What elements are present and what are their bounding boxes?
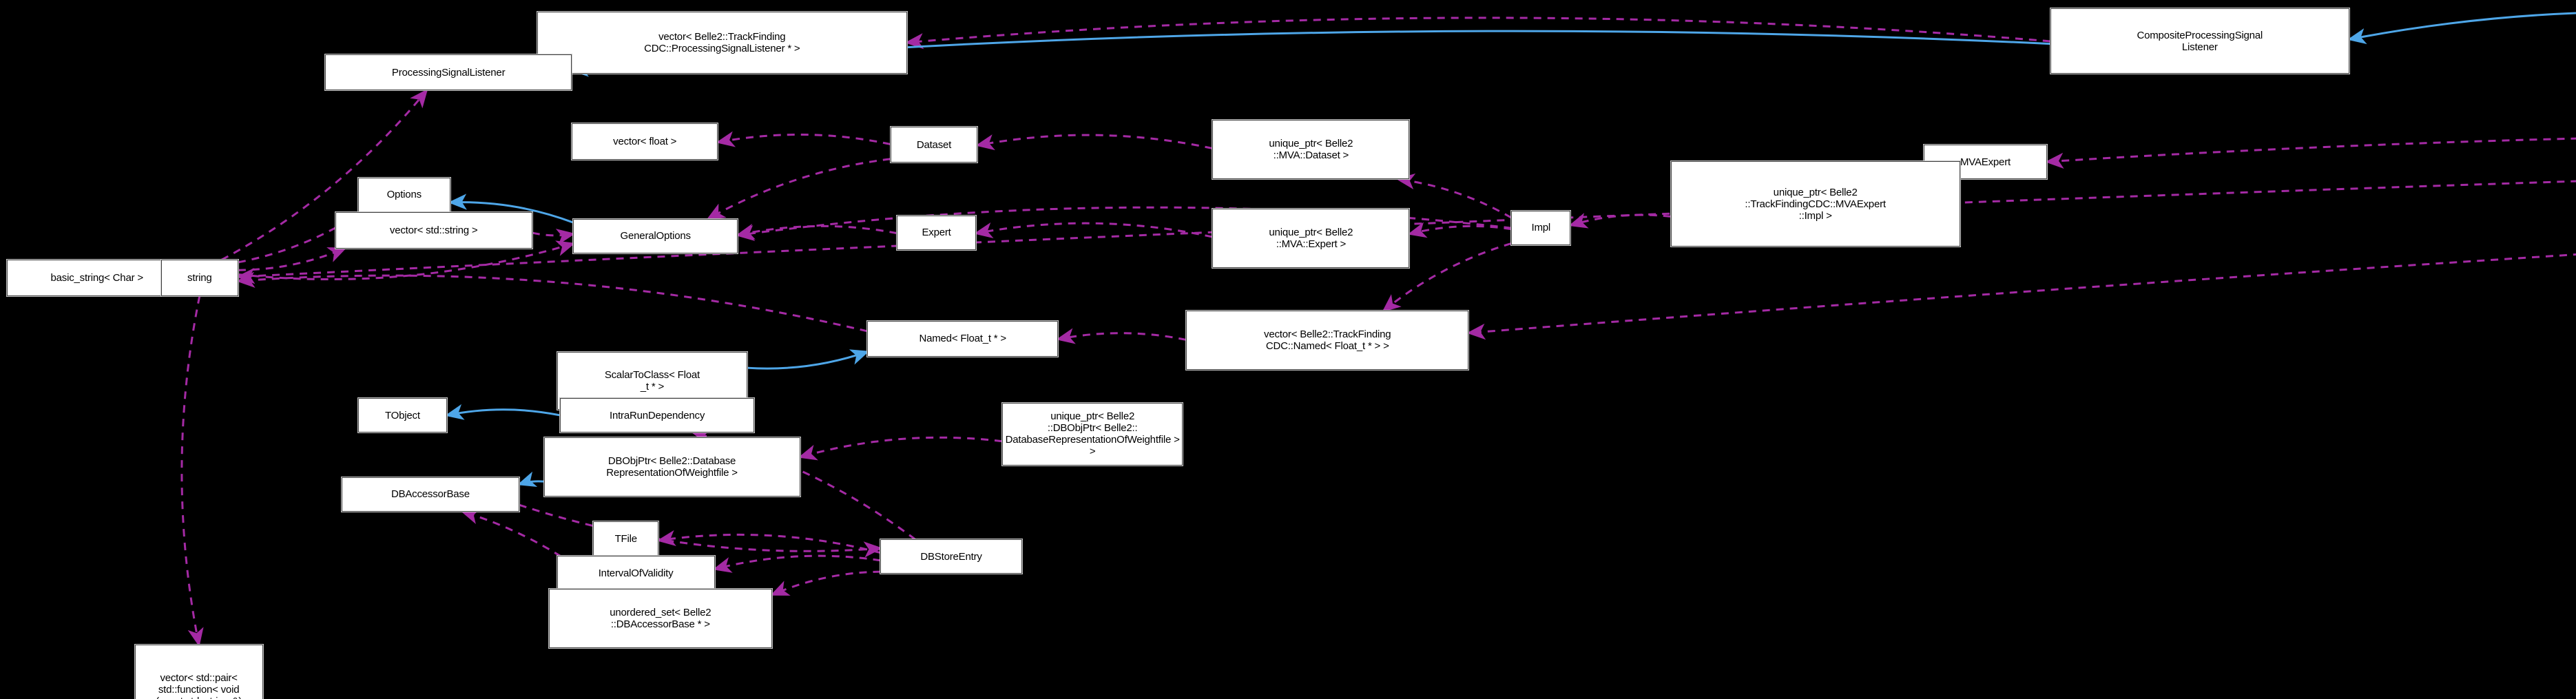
edge-vec_stdstring-to-generaloptions (532, 229, 576, 245)
class-node-label: DBObjPtr< Belle2::Database Representatio… (606, 455, 738, 479)
class-node-label: Impl (1531, 222, 1551, 234)
class-node-label: CompositeProcessingSignal Listener (2137, 29, 2263, 53)
class-node-label: unique_ptr< Belle2 ::MVA::Dataset > (1269, 138, 1353, 162)
class-node-label: basic_string< Char > (50, 272, 144, 284)
class-node-label: Options (386, 189, 422, 201)
class-node-tfile[interactable]: TFile (592, 521, 660, 557)
class-node-intrarundep[interactable]: IntraRunDependency (559, 397, 755, 434)
class-node-tobject[interactable]: TObject (357, 397, 448, 434)
class-node-uptr_mvaimpl[interactable]: unique_ptr< Belle2 ::TrackFindingCDC::MV… (1670, 160, 1961, 248)
edge-impl-to-uptr_expert (1407, 222, 1512, 238)
edge-uptr_dbobjptr-to-dbobjptr (798, 436, 1003, 461)
edge-impl-to-uptr_dataset (1395, 173, 1513, 219)
class-node-basic_string[interactable]: basic_string< Char > (6, 259, 188, 297)
edge-scalartoclass-to-named_float (747, 349, 870, 370)
class-node-label: DBAccessorBase (391, 488, 470, 501)
class-node-label: vector< Belle2::TrackFinding CDC::Named<… (1264, 328, 1391, 353)
class-node-options[interactable]: Options (357, 176, 451, 213)
edge-dbobjptr-to-dbaccessorbase (517, 471, 544, 488)
class-node-string[interactable]: string (160, 259, 239, 297)
edge-dataset-to-generaloptions (706, 158, 891, 220)
class-node-label: IntraRunDependency (609, 409, 705, 421)
class-node-label: GeneralOptions (620, 230, 691, 242)
class-node-label: DBStoreEntry (920, 550, 982, 563)
class-node-label: ProcessingSignalListener (391, 66, 506, 79)
edge-uptr_mvaexpert-to-mvaexpert (2044, 137, 2576, 169)
edge-dbaccessorbase-to-dbstoreentry (519, 503, 883, 558)
class-node-named_float[interactable]: Named< Float_t * > (866, 320, 1059, 358)
edge-uptr_dataset-to-dataset (975, 134, 1213, 151)
edge-uptr_expert-to-expert (973, 222, 1213, 238)
edge-dataset-to-vec_float (716, 131, 891, 147)
class-node-unordered_set[interactable]: unordered_set< Belle2 ::DBAccessorBase *… (548, 587, 773, 649)
class-node-label: vector< std::pair< std::function< void (… (156, 672, 242, 699)
edge-string-to-vec_pair (180, 295, 204, 647)
class-node-psl[interactable]: ProcessingSignalListener (324, 53, 573, 92)
class-node-vec_named[interactable]: vector< Belle2::TrackFinding CDC::Named<… (1185, 310, 1470, 371)
class-node-vec_psl[interactable]: vector< Belle2::TrackFinding CDC::Proces… (536, 10, 908, 75)
class-node-dbobjptr[interactable]: DBObjPtr< Belle2::Database Representatio… (543, 437, 801, 498)
class-node-vec_pair[interactable]: vector< std::pair< std::function< void (… (134, 644, 264, 699)
class-node-label: vector< std::string > (389, 224, 478, 236)
class-node-label: Dataset (916, 138, 952, 151)
class-node-dbaccessorbase[interactable]: DBAccessorBase (341, 476, 520, 512)
class-node-label: ScalarToClass< Float _t * > (604, 368, 700, 393)
class-node-label: MVAExpert (1960, 156, 2011, 168)
edge-vec_named-to-named_float (1056, 328, 1187, 344)
edge-string-to-generaloptions (238, 240, 576, 281)
class-node-label: TFile (614, 532, 638, 545)
edge-expert-to-generaloptions (736, 223, 897, 240)
class-node-label: string (187, 272, 212, 284)
class-node-label: Expert (922, 227, 951, 239)
class-node-vec_float[interactable]: vector< float > (571, 123, 719, 160)
class-node-label: IntervalOfValidity (598, 567, 674, 579)
class-node-uptr_dataset[interactable]: unique_ptr< Belle2 ::MVA::Dataset > (1212, 119, 1411, 180)
class-node-label: unique_ptr< Belle2 ::TrackFindingCDC::MV… (1745, 186, 1886, 222)
class-node-impl[interactable]: Impl (1510, 209, 1572, 246)
edge-named_float-to-string (236, 271, 868, 333)
edge-dbstoreentry-to-unordered_set (770, 570, 881, 596)
edge-dbstoreentry-to-intervalvalid (712, 554, 881, 573)
class-node-intervalvalid[interactable]: IntervalOfValidity (556, 555, 716, 592)
class-node-expert[interactable]: Expert (896, 214, 977, 251)
class-node-dataset[interactable]: Dataset (889, 125, 979, 164)
class-node-label: unique_ptr< Belle2 ::MVA::Expert > (1269, 227, 1353, 251)
class-node-composite_psl[interactable]: CompositeProcessingSignal Listener (2049, 7, 2350, 75)
edge-intrarundep-to-tobject (444, 404, 561, 420)
class-node-vec_stdstring[interactable]: vector< std::string > (334, 211, 533, 249)
edge-basevarset-to-composite_psl (2347, 12, 2576, 45)
edge-dbstoreentry-to-tfile (656, 530, 881, 554)
edge-uptr_mvaimpl-to-impl (1568, 213, 1671, 229)
class-node-label: vector< Belle2::TrackFinding CDC::Proces… (644, 31, 800, 55)
class-node-generaloptions[interactable]: GeneralOptions (572, 218, 738, 254)
class-node-dbstoreentry[interactable]: DBStoreEntry (880, 539, 1023, 575)
class-node-label: Named< Float_t * > (919, 333, 1006, 345)
class-node-uptr_expert[interactable]: unique_ptr< Belle2 ::MVA::Expert > (1212, 208, 1411, 269)
class-node-label: vector< float > (613, 135, 677, 147)
edge-composite_psl-to-vec_psl (904, 17, 2050, 50)
class-node-uptr_dbobjptr[interactable]: unique_ptr< Belle2 ::DBObjPtr< Belle2:: … (1001, 402, 1184, 466)
class-node-label: unordered_set< Belle2 ::DBAccessorBase *… (610, 606, 711, 630)
class-node-label: unique_ptr< Belle2 ::DBObjPtr< Belle2:: … (1005, 410, 1180, 458)
edge-string-to-vec_stdstring (238, 247, 347, 271)
class-node-label: TObject (384, 409, 420, 421)
